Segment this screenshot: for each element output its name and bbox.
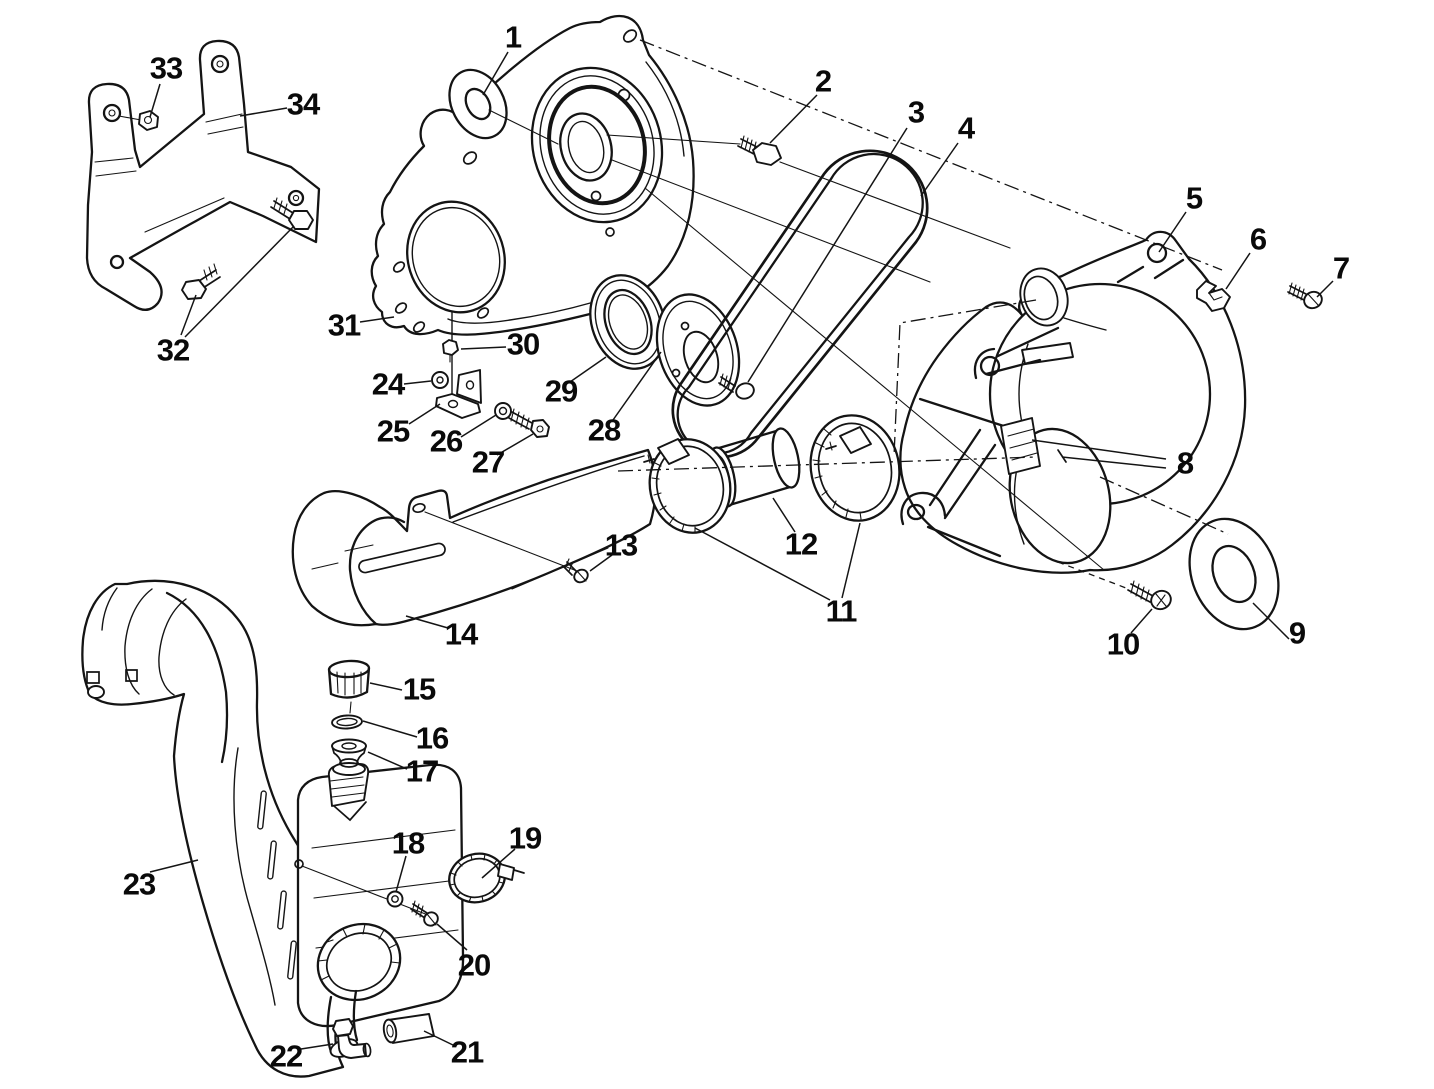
- air-duct-drawing: [81, 579, 355, 1078]
- part-label-34: 34: [286, 86, 320, 122]
- part-label-8: 8: [1176, 445, 1194, 481]
- part-label-1: 1: [504, 19, 522, 55]
- cover-screw-drawing: [1287, 282, 1323, 310]
- outlet-clamp-drawing: [448, 852, 525, 904]
- part-label-15: 15: [402, 671, 436, 707]
- part-label-5: 5: [1185, 180, 1203, 216]
- duct-screw-drawing: [424, 511, 609, 590]
- grommet-drawing: [331, 738, 367, 768]
- part-label-19: 19: [508, 820, 542, 856]
- leader-lines: [149, 51, 1334, 1050]
- retainer-bolt-drawing: [718, 373, 755, 400]
- part-label-29: 29: [544, 373, 578, 409]
- hose-clamp-right-drawing: [809, 414, 901, 522]
- retainer-drawing: [655, 293, 741, 407]
- part-label-25: 25: [376, 413, 410, 449]
- tank-washer-drawing: [301, 865, 429, 916]
- tank-screw-drawing: [410, 900, 439, 927]
- part-label-20: 20: [457, 947, 491, 983]
- hose-clamp-left-drawing: [643, 438, 732, 534]
- part-label-12: 12: [784, 526, 818, 562]
- part-label-22: 22: [269, 1038, 303, 1074]
- part-label-30: 30: [506, 326, 540, 362]
- part-label-21: 21: [450, 1034, 484, 1070]
- vent-hose-drawing: [382, 1013, 435, 1044]
- part-label-28: 28: [587, 412, 621, 448]
- projection-lines: [488, 39, 1229, 571]
- bracket-bolts-drawing: [181, 197, 314, 300]
- bracket-nut-drawing: [118, 110, 159, 131]
- part-label-27: 27: [471, 444, 505, 480]
- part-label-26: 26: [429, 423, 463, 459]
- inner-cover-drawing: [370, 14, 695, 336]
- part-label-10: 10: [1106, 626, 1140, 662]
- part-label-18: 18: [391, 825, 425, 861]
- o-ring-drawing: [331, 714, 363, 730]
- elbow-fitting-drawing: [332, 1018, 372, 1059]
- seal-drawing: [589, 274, 667, 370]
- outer-cover-drawing: [899, 230, 1247, 574]
- mounting-bracket-drawing: [85, 39, 321, 311]
- cover-mount-fasteners-drawing: [431, 311, 550, 438]
- drum-screw-drawing: [1057, 561, 1172, 611]
- part-label-14: 14: [444, 616, 478, 652]
- part-label-6: 6: [1249, 221, 1267, 257]
- part-label-7: 7: [1332, 250, 1350, 286]
- part-label-9: 9: [1288, 615, 1306, 651]
- part-label-13: 13: [604, 527, 638, 563]
- part-label-31: 31: [327, 307, 361, 343]
- part-label-2: 2: [814, 63, 832, 99]
- part-label-33: 33: [149, 50, 183, 86]
- part-label-23: 23: [122, 866, 156, 902]
- part-label-16: 16: [415, 720, 449, 756]
- drive-belt-drawing: [671, 149, 929, 459]
- clip-drawing: [1196, 280, 1231, 312]
- large-seal-drawing: [1188, 517, 1280, 631]
- part-label-32: 32: [156, 332, 190, 368]
- duct-outlet-drawing: [316, 922, 402, 1058]
- part-label-24: 24: [371, 366, 405, 402]
- cover-bolt-drawing: [737, 135, 782, 166]
- part-label-17: 17: [405, 753, 439, 789]
- part-label-4: 4: [957, 110, 975, 146]
- washer-drawing: [448, 68, 508, 140]
- part-label-11: 11: [825, 593, 858, 629]
- part-label-3: 3: [907, 94, 925, 130]
- cap-drawing: [327, 659, 371, 714]
